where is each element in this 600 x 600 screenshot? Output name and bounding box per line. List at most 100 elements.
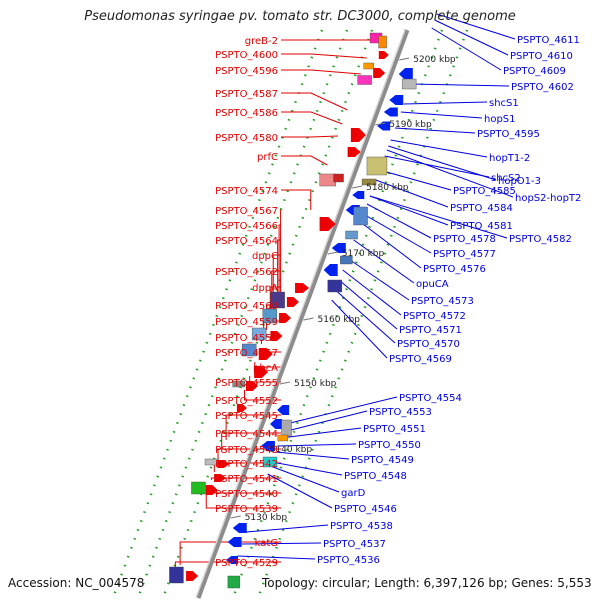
left-connector xyxy=(179,541,281,565)
gene-arrow-24 xyxy=(323,264,338,276)
right-connector xyxy=(363,213,432,254)
right-label: PSPTO_4550 xyxy=(358,440,421,451)
right-label: PSPTO_4576 xyxy=(423,264,486,275)
right-label: PSPTO_4546 xyxy=(334,504,397,515)
right-label: PSPTO_4573 xyxy=(411,296,474,307)
scale-label-2: 5180 kbp xyxy=(366,183,409,193)
right-connector xyxy=(366,203,432,239)
gene-features xyxy=(169,32,417,589)
gene-block-23 xyxy=(340,255,353,265)
gene-arrow-49 xyxy=(205,485,218,495)
gene-arrow-11 xyxy=(350,128,366,142)
right-connector xyxy=(241,542,322,545)
right-connector xyxy=(400,111,483,119)
right-label: hopO1-3 xyxy=(498,176,541,187)
right-label: PSPTO_4582 xyxy=(509,234,572,245)
right-connector xyxy=(271,461,343,476)
left-label: dppC xyxy=(252,251,278,262)
gene-arrow-54 xyxy=(186,571,199,581)
gene-block-29 xyxy=(262,308,277,324)
left-connector xyxy=(281,111,343,125)
gene-arrow-35 xyxy=(254,366,269,378)
right-connector xyxy=(434,19,509,56)
gene-block-19 xyxy=(353,206,368,226)
left-label: PSPTO_4567 xyxy=(215,206,278,217)
right-connector xyxy=(403,101,488,105)
left-gene-labels: greB-2PSPTO_4600PSPTO_4596PSPTO_4587PSPT… xyxy=(215,36,278,569)
gene-arrow-37 xyxy=(245,381,258,391)
gene-block-21 xyxy=(345,230,358,240)
gene-block-55 xyxy=(227,575,241,589)
gene-arrow-12 xyxy=(347,147,361,157)
right-connector xyxy=(282,410,368,433)
left-connector xyxy=(281,69,361,75)
left-label: PSPTO_4560 xyxy=(215,301,278,312)
right-connector xyxy=(360,221,422,269)
scale-tick-2 xyxy=(352,185,363,189)
right-label: PSPTO_4548 xyxy=(344,471,407,482)
scale-tick-0 xyxy=(399,57,410,61)
right-label: PSPTO_4610 xyxy=(510,51,573,62)
left-label: PSPTO_4566 xyxy=(215,221,278,232)
scale-tick-7 xyxy=(230,515,241,519)
scale-tick-5 xyxy=(279,381,291,385)
right-connector xyxy=(334,289,396,344)
right-label: PSPTO_4551 xyxy=(363,424,426,435)
right-connector xyxy=(270,465,340,493)
left-connector xyxy=(281,155,328,166)
left-label: PSPTO_4564 xyxy=(215,236,278,247)
gene-arrow-22 xyxy=(331,243,346,253)
right-label: PSPTO_4602 xyxy=(511,82,574,93)
gene-arrow-32 xyxy=(270,331,283,341)
right-connector xyxy=(237,555,316,560)
left-label: PSPTO_4558 xyxy=(215,333,278,344)
left-label: PSPTO_4539 xyxy=(215,504,278,515)
track-guide-3 xyxy=(231,29,444,599)
left-label: PSPTO_4586 xyxy=(215,108,278,119)
topology-text: Topology: circular; Length: 6,397,126 bp… xyxy=(262,576,592,590)
gene-arrow-30 xyxy=(279,313,292,323)
left-label: PSPTO_4552 xyxy=(215,396,278,407)
right-label: shcS2 xyxy=(491,173,521,184)
scale-tick-3 xyxy=(327,251,338,255)
gene-block-16 xyxy=(333,173,344,183)
left-label: katG xyxy=(255,538,278,549)
right-label: PSPTO_4584 xyxy=(450,203,513,214)
right-label: PSPTO_4554 xyxy=(399,393,462,404)
gene-block-53 xyxy=(169,566,184,584)
gene-arrow-28 xyxy=(286,297,299,307)
right-label: PSPTO_4536 xyxy=(317,555,380,566)
scale-label-1: 5190 kbp xyxy=(389,120,432,130)
gene-arrow-17 xyxy=(352,191,365,199)
left-connector xyxy=(281,53,367,59)
right-label: PSPTO_4611 xyxy=(517,35,580,46)
left-label: PSPTO_4557 xyxy=(215,348,278,359)
right-connector xyxy=(411,83,510,87)
gene-block-7 xyxy=(401,78,417,90)
right-label: hopS2-hopT2 xyxy=(515,193,581,204)
right-label: PSPTO_4571 xyxy=(399,325,462,336)
right-label: PSPTO_4537 xyxy=(323,539,386,550)
right-connector xyxy=(375,179,449,208)
right-connector xyxy=(285,396,398,425)
gene-block-13 xyxy=(366,156,388,176)
left-label: PSPTO_4580 xyxy=(215,133,278,144)
right-label: hopS1 xyxy=(484,114,516,125)
right-connector xyxy=(379,169,452,191)
left-label: PSPTO_4540 xyxy=(215,489,278,500)
gene-block-27 xyxy=(270,291,285,309)
gene-arrow-51 xyxy=(227,537,242,547)
scale-label-6: 5140 kbp xyxy=(270,445,313,455)
left-label: PSPTO_4574 xyxy=(215,186,278,197)
scale-tick-1 xyxy=(375,122,386,126)
right-connector xyxy=(431,27,502,71)
left-label: greB-2 xyxy=(245,36,278,47)
right-connector xyxy=(346,257,410,301)
right-connector xyxy=(390,139,488,158)
right-label: PSPTO_4585 xyxy=(453,186,516,197)
left-label: PSPTO_4559 xyxy=(215,317,278,328)
gene-arrow-38 xyxy=(236,404,247,412)
left-connector xyxy=(277,239,281,300)
right-label: PSPTO_4581 xyxy=(450,221,513,232)
right-connector xyxy=(369,195,449,226)
